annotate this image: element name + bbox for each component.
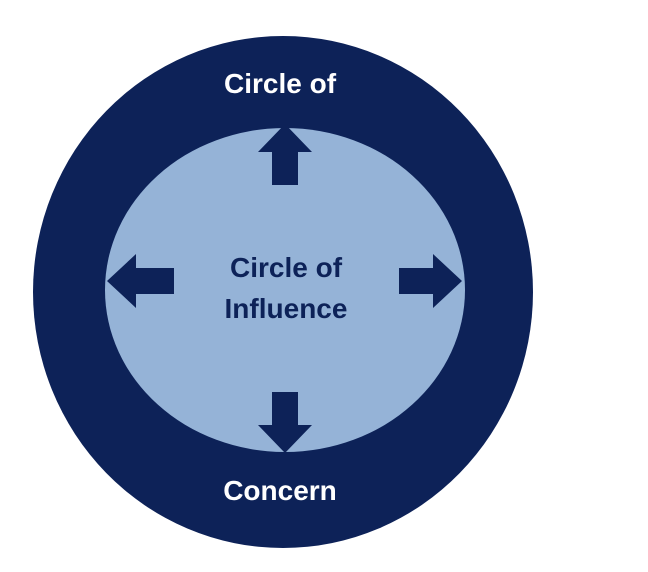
inner-label-line2: Influence (225, 293, 348, 324)
circle-of-influence (105, 128, 465, 452)
outer-label-top: Circle of (224, 68, 337, 99)
arrow-up-icon (258, 124, 312, 185)
arrow-down-icon (258, 392, 312, 453)
outer-label-bottom: Concern (223, 475, 337, 506)
arrow-left-icon (107, 254, 174, 308)
arrow-right-icon (399, 254, 462, 308)
inner-label-line1: Circle of (230, 252, 343, 283)
